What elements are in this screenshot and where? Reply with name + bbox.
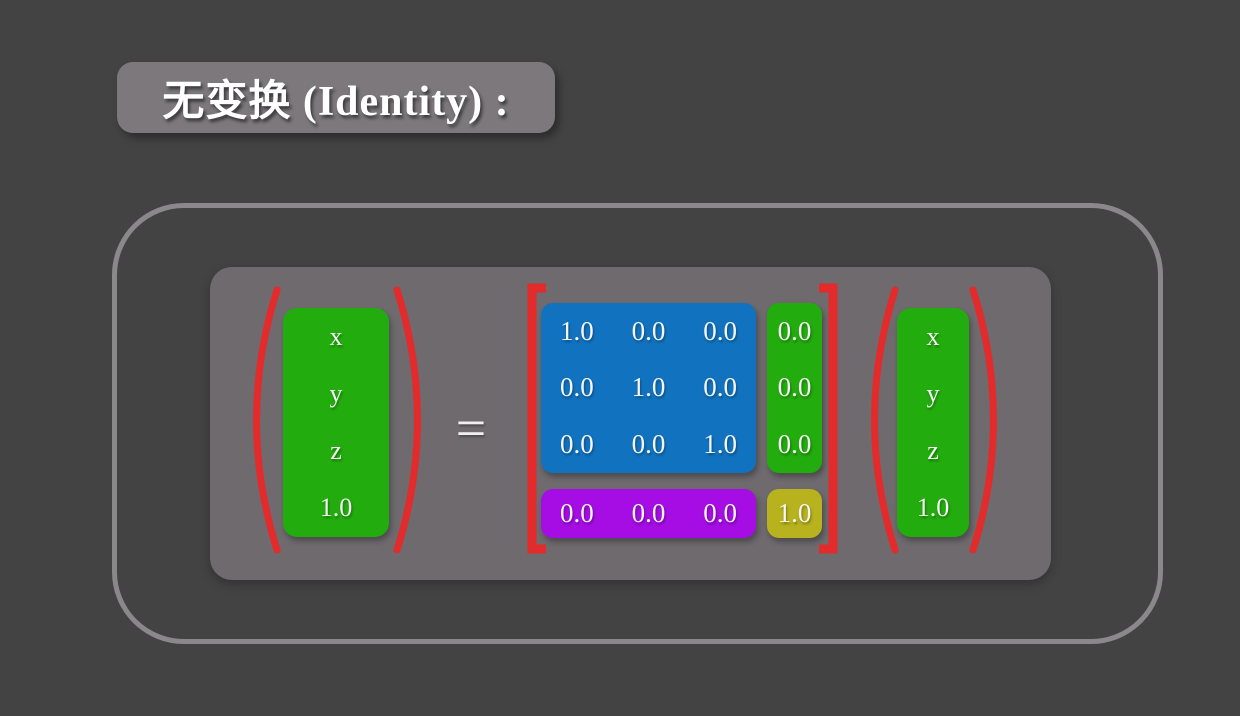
matrix-cell: 0.0 (777, 429, 812, 460)
matrix-cell: 0.0 (559, 372, 594, 403)
matrix-cell: 1.0 (777, 498, 812, 528)
vector-entry: x (329, 321, 343, 351)
matrix-cell: 1.0 (703, 429, 738, 460)
matrix-cell: 1.0 (631, 372, 666, 403)
vector-entry: 1.0 (319, 493, 353, 523)
vector-entry: 1.0 (916, 493, 950, 523)
translation-column: 0.0 0.0 0.0 (767, 303, 822, 473)
rotation-block: 1.0 0.0 0.0 0.0 1.0 0.0 0.0 0.0 1.0 (541, 303, 756, 473)
vector-entry: y (329, 378, 343, 408)
matrix-open-bracket-icon (527, 283, 546, 554)
left-vector-box: x y z 1.0 (283, 308, 389, 537)
matrix-cell: 0.0 (777, 315, 812, 346)
matrix-cell: 0.0 (703, 372, 738, 403)
left-vector-open-paren-icon (253, 286, 281, 554)
matrix-cell: 1.0 (559, 315, 594, 346)
matrix-cell: 0.0 (559, 498, 594, 528)
matrix-cell: 0.0 (703, 315, 738, 346)
matrix-cell: 0.0 (631, 498, 666, 528)
w-scale-cell: 1.0 (767, 489, 822, 538)
right-vector-open-paren-icon (871, 286, 899, 554)
left-vector-close-paren-icon (393, 286, 421, 554)
transform-matrix: 1.0 0.0 0.0 0.0 1.0 0.0 0.0 0.0 1.0 0.0 … (541, 303, 822, 538)
vector-entry: x (926, 321, 940, 351)
right-vector-close-paren-icon (969, 286, 997, 554)
title-box: 无变换 (Identity) : (117, 62, 555, 133)
vector-entry: z (927, 436, 939, 466)
right-vector-box: x y z 1.0 (897, 308, 969, 537)
outer-frame (112, 203, 1163, 644)
matrix-cell: 0.0 (703, 498, 738, 528)
equals-sign: = (455, 398, 487, 458)
matrix-cell: 0.0 (777, 372, 812, 403)
perspective-row: 0.0 0.0 0.0 (541, 489, 756, 538)
vector-entry: y (926, 378, 940, 408)
matrix-cell: 0.0 (631, 315, 666, 346)
matrix-cell: 0.0 (559, 429, 594, 460)
page-title: 无变换 (Identity) : (162, 79, 510, 125)
matrix-cell: 0.0 (631, 429, 666, 460)
matrix-close-bracket-icon (819, 283, 838, 554)
vector-entry: z (330, 436, 342, 466)
